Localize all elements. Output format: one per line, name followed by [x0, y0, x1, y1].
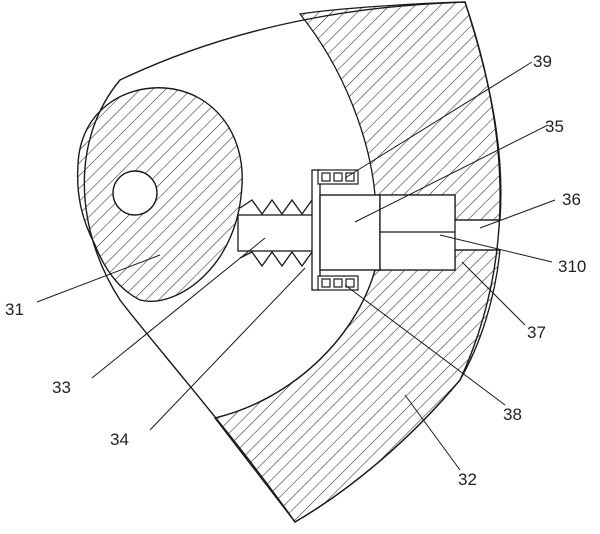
- axle-hole: [113, 171, 157, 215]
- connecting-rod: [238, 215, 318, 251]
- mounting-plate: [312, 170, 320, 290]
- label-35: 35: [545, 117, 564, 136]
- label-38: 38: [503, 405, 522, 424]
- label-310: 310: [558, 257, 586, 276]
- label-37: 37: [527, 323, 546, 342]
- label-39: 39: [533, 52, 552, 71]
- label-33: 33: [52, 378, 71, 397]
- lower-bolts: [318, 276, 358, 290]
- upper-bolts: [318, 170, 358, 184]
- label-32: 32: [458, 470, 477, 489]
- label-36: 36: [562, 190, 581, 209]
- label-31: 31: [5, 300, 24, 319]
- label-34: 34: [110, 430, 129, 449]
- slider-block: [320, 195, 380, 270]
